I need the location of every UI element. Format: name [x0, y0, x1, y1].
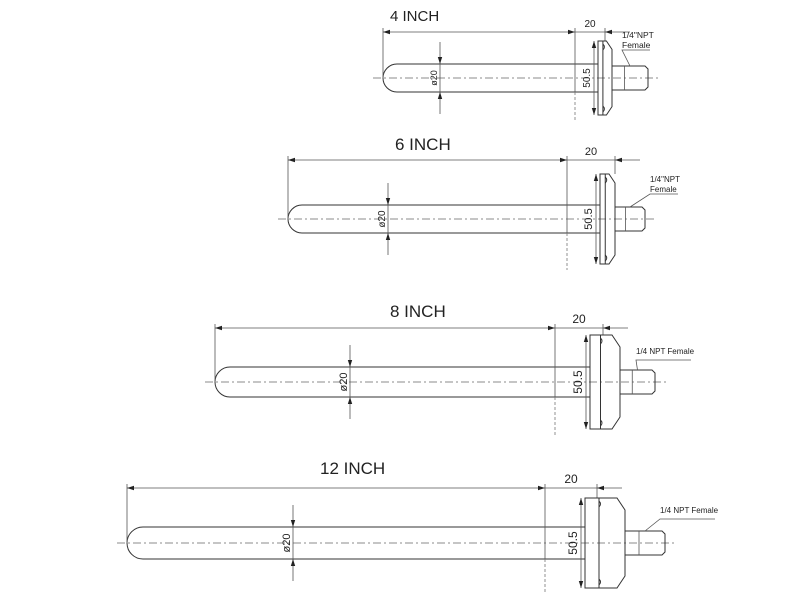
diameter-label: ø20: [281, 534, 293, 553]
arrowhead-icon: [578, 498, 584, 505]
arrowhead-icon: [288, 157, 295, 163]
flange-dimension-label: 50.5: [566, 531, 580, 555]
flange-groove: [604, 176, 608, 262]
arrowhead-icon: [548, 325, 555, 331]
drawing-title: 4 INCH: [390, 8, 439, 25]
probe-drawing-8-inch: 8 INCH 20 50.5 ø20 1/4 NPT Female: [205, 302, 695, 435]
diameter-label: ø20: [377, 210, 388, 228]
arrowhead-icon: [127, 485, 134, 491]
npt-nipple: [625, 530, 666, 556]
arrowhead-icon: [437, 57, 443, 64]
arrowhead-icon: [383, 29, 390, 35]
note-leader-line: [629, 193, 678, 208]
npt-note-label: 1/4 NPT Female: [660, 506, 719, 515]
probe-tube: [126, 526, 585, 560]
flange-dimension-label: 50.5: [571, 370, 585, 394]
npt-nipple: [612, 65, 649, 91]
note-leader-line: [644, 518, 715, 532]
arrowhead-icon: [538, 485, 545, 491]
offset-dimension-label: 20: [564, 472, 578, 486]
drawing-title: 12 INCH: [320, 459, 385, 478]
arrowhead-icon: [560, 157, 567, 163]
npt-note-label-2: Female: [622, 40, 651, 50]
npt-note-label: 1/4"NPT: [650, 175, 680, 184]
arrowhead-icon: [290, 520, 296, 527]
flange-groove: [602, 43, 605, 113]
arrowhead-icon: [593, 257, 599, 264]
drawing-title: 6 INCH: [395, 135, 451, 154]
arrowhead-icon: [597, 485, 604, 491]
tri-clamp-flange: [589, 334, 621, 430]
npt-nipple: [615, 206, 646, 232]
offset-dimension-label: 20: [572, 312, 586, 326]
arrowhead-icon: [603, 325, 610, 331]
npt-note-label: 1/4 NPT Female: [636, 347, 695, 356]
arrowhead-icon: [605, 29, 612, 35]
arrowhead-icon: [615, 157, 622, 163]
flange-groove: [598, 500, 601, 586]
diameter-label: ø20: [429, 70, 439, 86]
flange-dimension-label: 50.5: [583, 208, 595, 229]
npt-note-label: 1/4"NPT: [622, 30, 654, 40]
note-leader-line: [621, 49, 650, 67]
arrowhead-icon: [385, 198, 391, 205]
npt-note-label-2: Female: [650, 185, 677, 194]
note-leader-line: [635, 359, 691, 371]
offset-dimension-label: 20: [584, 19, 596, 30]
arrowhead-icon: [591, 108, 597, 115]
npt-nipple: [620, 369, 656, 395]
arrowhead-icon: [290, 559, 296, 566]
tri-clamp-flange: [599, 173, 616, 265]
arrowhead-icon: [437, 92, 443, 99]
drawing-title: 8 INCH: [390, 302, 446, 321]
arrowhead-icon: [347, 397, 353, 404]
arrowhead-icon: [215, 325, 222, 331]
arrowhead-icon: [593, 174, 599, 181]
offset-dimension-label: 20: [585, 146, 597, 158]
arrowhead-icon: [583, 422, 589, 429]
arrowhead-icon: [583, 335, 589, 342]
arrowhead-icon: [568, 29, 575, 35]
flange-groove: [600, 337, 603, 427]
diameter-label: ø20: [338, 373, 350, 392]
flange-dimension-label: 50.5: [582, 68, 593, 88]
arrowhead-icon: [347, 360, 353, 367]
tri-clamp-flange: [597, 40, 613, 116]
arrowhead-icon: [591, 41, 597, 48]
arrowhead-icon: [578, 581, 584, 588]
arrowhead-icon: [385, 233, 391, 240]
tri-clamp-flange: [584, 497, 626, 589]
probe-drawing-12-inch: 12 INCH 20 50.5 ø20 1/4 NPT Female: [117, 459, 719, 594]
